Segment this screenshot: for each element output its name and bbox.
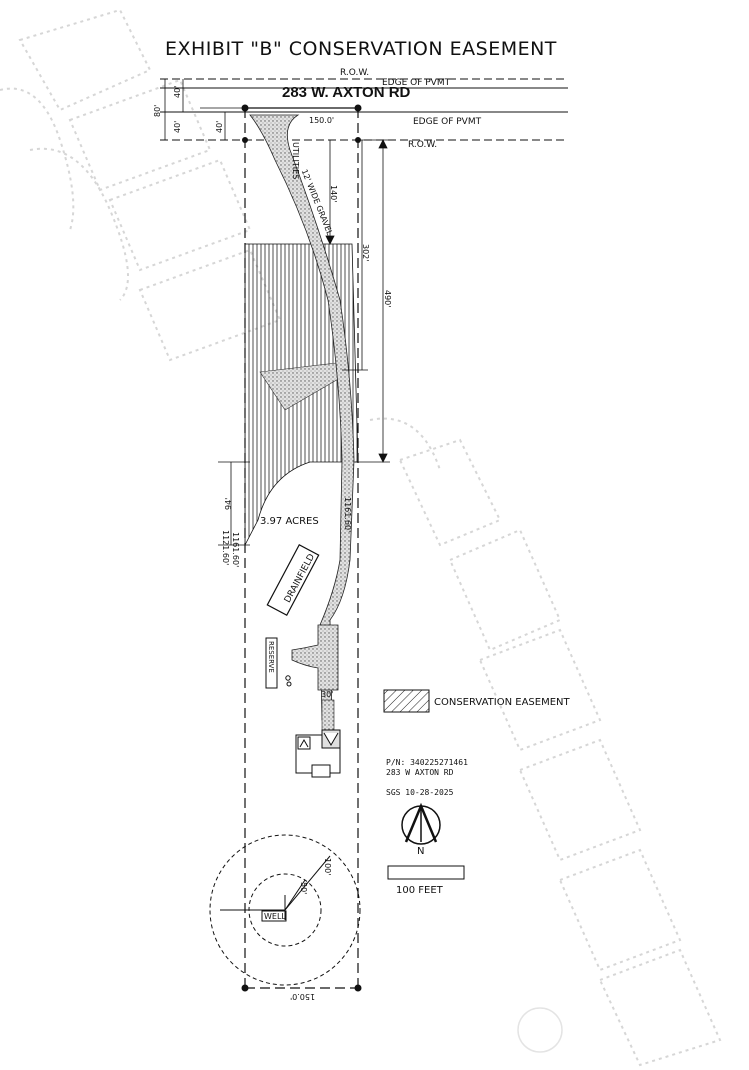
north-label: N	[417, 846, 425, 857]
reserve-box	[265, 637, 278, 689]
edge-pavement-bottom-label: EDGE OF PVMT	[413, 117, 482, 127]
reserve-label: RESERVE	[267, 641, 275, 673]
well-label: WELL	[264, 912, 286, 921]
drainfield-box	[266, 544, 320, 616]
dim-40-label-c: 40'	[215, 120, 224, 133]
scale-label: 100 FEET	[396, 885, 443, 896]
property-boundary	[244, 107, 359, 989]
legend-hatch-swatch	[383, 689, 430, 713]
dim-80-label: 80'	[153, 104, 162, 117]
acreage-label: 3.97 ACRES	[260, 516, 319, 527]
exhibit-title: EXHIBIT "B" CONSERVATION EASEMENT	[165, 38, 557, 60]
house	[295, 729, 341, 778]
road-name: 283 W. AXTON RD	[282, 84, 411, 101]
west-line-label-2: 1121.60'	[221, 530, 230, 566]
dim-40-label-a: 40'	[173, 85, 182, 98]
dim-490-label: 490'	[383, 290, 392, 308]
dim-140-label: 140'	[329, 185, 338, 203]
dim-100-label: 100'	[323, 858, 332, 876]
row-top-label: R.O.W.	[340, 68, 370, 78]
dim-30-label: 30'	[321, 690, 334, 699]
row-bottom-label: R.O.W.	[408, 140, 438, 150]
parcel-number: P/N: 340225271461	[386, 758, 468, 767]
bottom-width-label: 150.0'	[290, 992, 316, 1001]
turnaround	[291, 624, 339, 691]
legend-easement-label: CONSERVATION EASEMENT	[434, 697, 570, 708]
north-arrow-icon	[401, 802, 441, 845]
house-driveway	[321, 699, 335, 731]
dim-40-label-b: 40'	[173, 120, 182, 133]
well-radius-circles	[209, 834, 361, 986]
scale-bar	[387, 865, 465, 880]
frontage-label: 150.0'	[309, 116, 335, 125]
dimension-lines	[218, 139, 390, 546]
east-line-label: 1161.60'	[343, 497, 352, 533]
legend-address: 283 W AXTON RD	[386, 768, 454, 777]
survey-stamp: SGS 10-28-2025	[386, 788, 454, 797]
utilities-label: UTILITIES	[291, 142, 300, 180]
edge-pavement-top-label: EDGE OF PVMT	[382, 78, 451, 88]
west-line-label: 1161.60'	[231, 532, 240, 568]
dim-302-label: 302'	[361, 244, 370, 262]
dim-50-label: 50'	[299, 882, 308, 895]
dim-94-label: 94'	[224, 497, 233, 510]
